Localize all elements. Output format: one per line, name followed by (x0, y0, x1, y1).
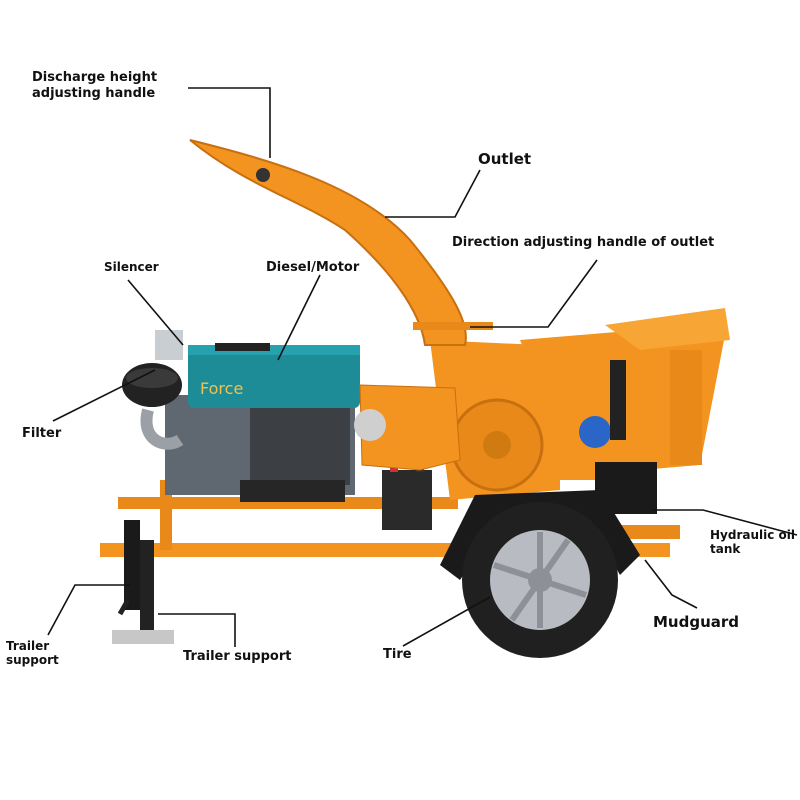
chipper-body (430, 308, 730, 500)
leader-filter (52, 369, 156, 422)
label-silencer: Silencer (104, 260, 159, 274)
label-outlet: Outlet (478, 150, 532, 168)
leader-hydraulic-tank (652, 509, 798, 536)
leader-outlet (385, 169, 481, 218)
label-mudguard: Mudguard (653, 613, 740, 631)
mudguard-shape (440, 490, 640, 580)
leader-mudguard (644, 559, 698, 609)
label-tire: Tire (383, 647, 412, 662)
label-direction-handle: Direction adjusting handle of outlet (452, 235, 715, 250)
label-trailer-support-left: Trailer support (6, 639, 59, 668)
engine-brand-mark: Force (200, 379, 243, 398)
leader-direction-handle (470, 259, 598, 328)
label-discharge-height-handle: Discharge height adjusting handle (32, 70, 158, 101)
leader-trailer-support-left (47, 584, 130, 636)
label-diesel-motor: Diesel/Motor (266, 260, 360, 275)
leader-discharge-height (188, 87, 271, 158)
label-trailer-support-right: Trailer support (183, 649, 292, 664)
leader-trailer-support-right (158, 613, 236, 647)
label-hydraulic-oil-tank: Hydraulic oil tank (710, 528, 796, 557)
diesel-engine (165, 343, 360, 502)
battery (382, 464, 432, 530)
leader-diesel (277, 274, 321, 361)
handle-knob (256, 168, 270, 182)
leader-silencer (127, 279, 184, 346)
label-filter: Filter (22, 426, 62, 441)
tire-wheel (462, 502, 618, 658)
trailer-support-jack (112, 520, 174, 644)
hydraulic-tank-shape (595, 462, 657, 514)
silencer-filter (122, 330, 184, 450)
leader-tire (402, 596, 491, 647)
